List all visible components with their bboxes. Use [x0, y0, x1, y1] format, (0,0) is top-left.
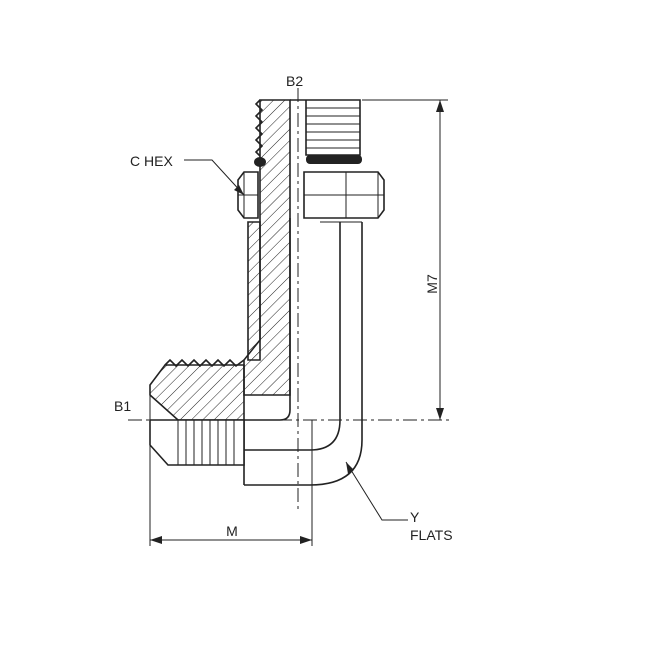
y-flats-leader	[345, 461, 408, 521]
top-thread-exterior	[290, 99, 361, 156]
c-hex-label: C HEX	[130, 153, 173, 169]
flats-label: FLATS	[410, 527, 453, 543]
left-stud-section	[149, 364, 245, 421]
m7-dimension	[362, 99, 448, 420]
horizontal-body	[243, 419, 310, 486]
top-thread-section	[254, 99, 264, 157]
left-stud-thread-section	[164, 358, 245, 368]
b2-label: B2	[286, 73, 303, 89]
m-dimension	[149, 395, 313, 546]
hex-nut-exterior	[303, 171, 385, 219]
vertical-body-exterior	[289, 218, 363, 400]
c-hex-leader	[184, 159, 245, 196]
left-stud-exterior	[149, 419, 245, 466]
b1-label: B1	[114, 398, 131, 414]
section-lower-body	[247, 221, 261, 361]
o-ring-left	[254, 157, 266, 167]
m7-label: M7	[424, 274, 440, 294]
y-label: Y	[410, 509, 420, 525]
m-label: M	[226, 523, 238, 539]
